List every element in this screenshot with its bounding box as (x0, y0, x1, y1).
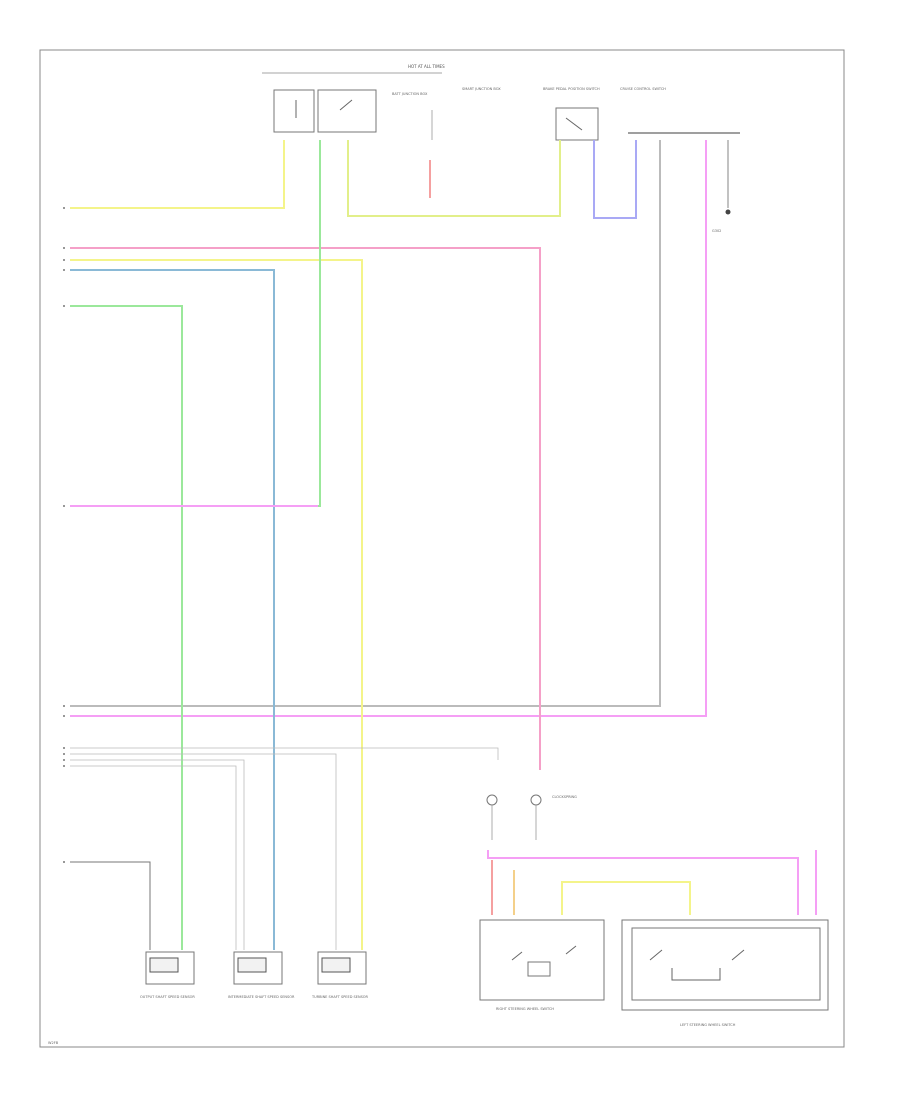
fuse-relay-box-label: BATT JUNCTION BOX (392, 92, 428, 96)
fuse-relay-box: HOT AT ALL TIMES BATT JUNCTION BOX SMART… (262, 64, 501, 140)
steering-switch-label: CRUISE CONTROL SWITCH (620, 87, 666, 91)
hot-at-all-times-label: HOT AT ALL TIMES (408, 64, 445, 69)
speed-sensor-b: INTERMEDIATE SHAFT SPEED SENSOR (228, 951, 295, 999)
wire-green-relay (70, 140, 321, 507)
signal-return-lines (70, 747, 499, 950)
interior-fuse-label: SMART JUNCTION BOX (462, 87, 501, 91)
cruise-control-module: CRUISE CONTROL SWITCH G302 (620, 87, 740, 233)
left-steering-wheel-switch: LEFT STEERING WHEEL SWITCH (621, 919, 829, 1027)
wires (70, 140, 707, 950)
speed-sensor-c: TURBINE SHAFT SPEED SENSOR (311, 951, 369, 999)
clockspring: CLOCKSPRING (486, 794, 817, 915)
left-switch-label: LEFT STEERING WHEEL SWITCH (680, 1023, 736, 1027)
wire-yellow-top (70, 140, 285, 209)
speed-sensor-a: OUTPUT SHAFT SPEED SENSOR (140, 951, 195, 999)
brake-pedal-position-switch: BRAKE PEDAL POSITION SWITCH (543, 87, 600, 141)
left-connector-ticks (63, 207, 65, 863)
diagram-frame (39, 49, 845, 1048)
wire-blue (70, 269, 275, 950)
wire-light-green (70, 259, 363, 950)
page-id: W2FB (48, 1041, 59, 1045)
wire-pink-clockspring (70, 247, 541, 770)
wire-green (70, 305, 183, 950)
right-steering-wheel-switch: RIGHT STEERING WHEEL SWITCH (479, 919, 605, 1011)
clockspring-label: CLOCKSPRING (552, 795, 577, 799)
brake-pedal-label: BRAKE PEDAL POSITION SWITCH (543, 87, 600, 91)
ground-point-icon (725, 209, 731, 215)
right-switch-label: RIGHT STEERING WHEEL SWITCH (496, 1007, 554, 1011)
sensor-a-label: OUTPUT SHAFT SPEED SENSOR (140, 995, 195, 999)
wire-violet (593, 140, 637, 219)
wire-yellow-brake (347, 140, 561, 217)
ground-label: G302 (712, 229, 721, 233)
sensor-b-label: INTERMEDIATE SHAFT SPEED SENSOR (228, 995, 295, 999)
wire-pink-long (70, 140, 707, 717)
wire-gray-long (70, 140, 661, 707)
sensor-c-label: TURBINE SHAFT SPEED SENSOR (311, 995, 369, 999)
